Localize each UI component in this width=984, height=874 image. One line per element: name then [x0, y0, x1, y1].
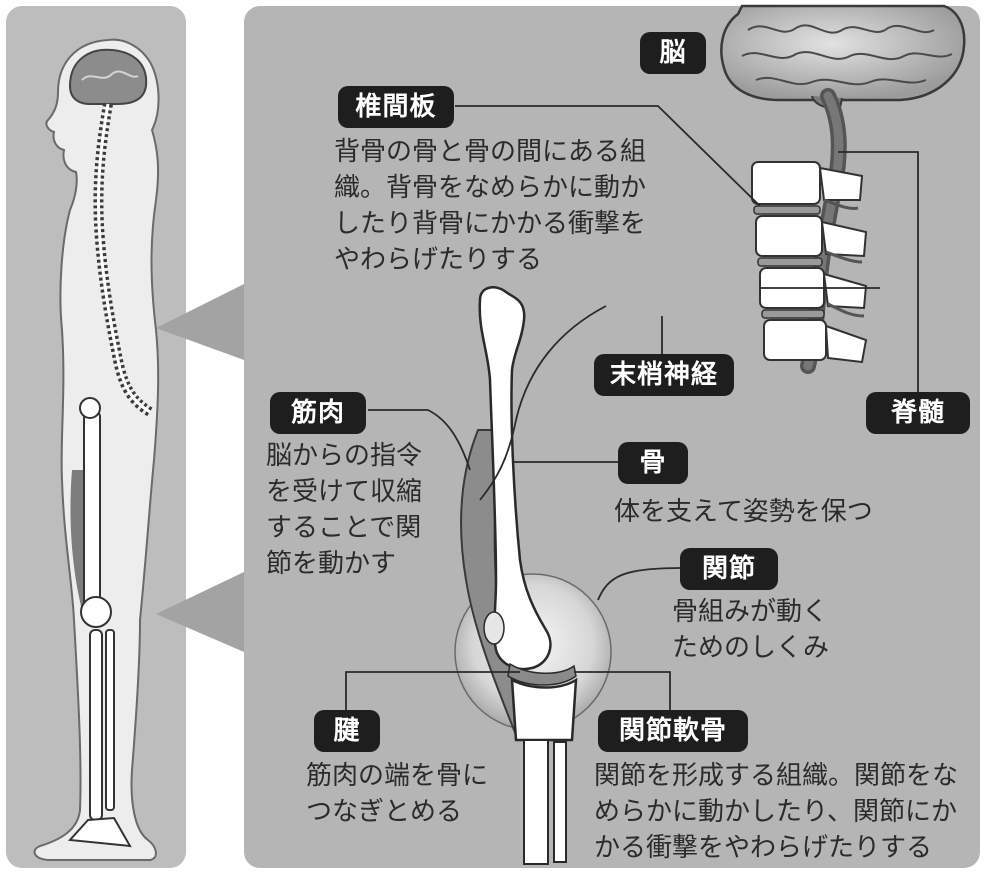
label-articular-cartilage: 関節軟骨 [598, 710, 748, 752]
intervertebral-disc-description: 背骨の骨と骨の間にある組 織。背骨をなめらかに動か したり背骨にかかる衝撃を や… [334, 134, 674, 278]
bone-description: 体を支えて姿勢を保つ [614, 494, 944, 530]
label-joint: 関節 [680, 548, 778, 590]
muscle-description: 脳からの指令 を受けて収縮 することで関 節を動かす [266, 438, 446, 582]
label-peripheral-nerve: 末梢神経 [594, 354, 734, 396]
label-spinal-cord: 脊髄 [866, 392, 970, 434]
label-tendon: 腱 [314, 710, 380, 752]
articular-cartilage-description: 関節を形成する組織。関節をな めらかに動かしたり、関節にか かる衝撃をやわらげた… [594, 758, 980, 866]
label-brain: 脳 [640, 32, 706, 74]
joint-description: 骨組みが動く ためのしくみ [672, 594, 872, 666]
label-bone: 骨 [618, 442, 688, 484]
brain-illustration [721, 6, 964, 108]
tendon-description: 筋肉の端を骨に つなぎとめる [306, 758, 526, 830]
small-brain-icon [70, 50, 146, 104]
label-intervertebral-disc: 椎間板 [338, 86, 454, 128]
label-muscle: 筋肉 [270, 392, 366, 434]
